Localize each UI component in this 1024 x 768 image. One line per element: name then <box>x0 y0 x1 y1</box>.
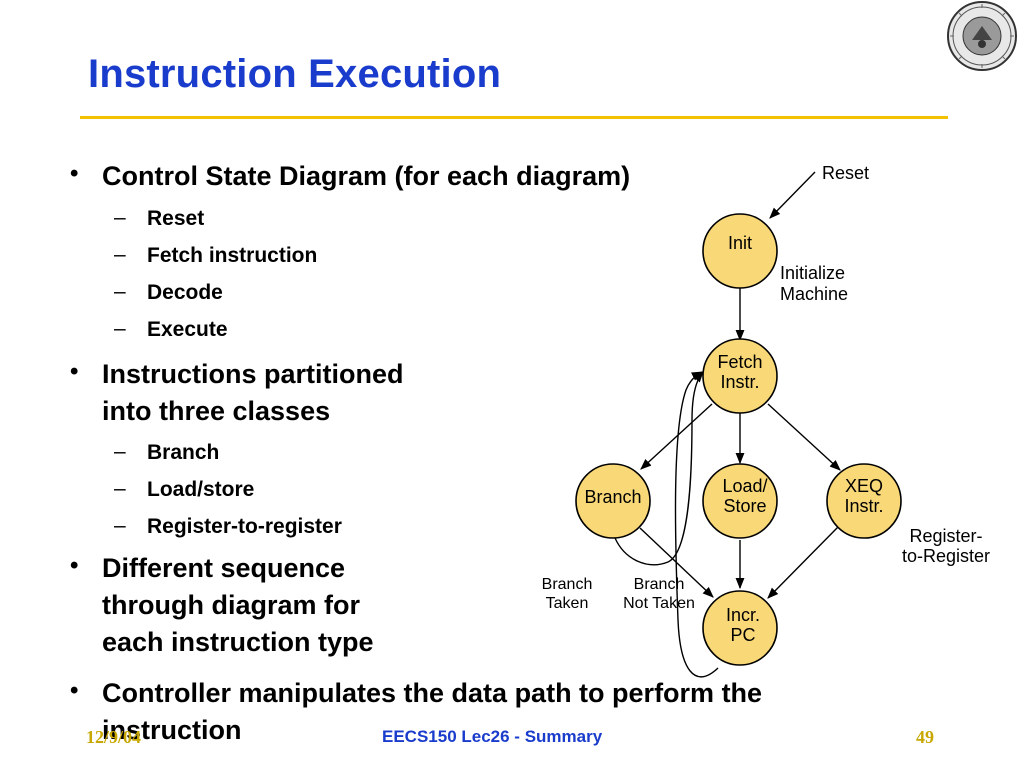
sub-bullet-marker: – <box>114 243 126 266</box>
sub-bullet-marker: – <box>114 514 126 537</box>
bullet-marker: • <box>70 358 79 385</box>
sub-bullet-text: Load/store <box>147 478 255 501</box>
footer-course: EECS150 Lec26 - Summary <box>382 727 603 746</box>
bullet-marker: • <box>70 552 79 579</box>
edge-fetch-xeq <box>767 403 841 471</box>
state-branch: Branch <box>575 463 651 539</box>
sub-bullet-text: Branch <box>147 441 220 464</box>
svg-text:Branch: Branch <box>584 487 641 507</box>
svg-text:Load/Store: Load/Store <box>722 476 767 516</box>
bullet-text-2: Instructions partitioned into three class… <box>102 356 404 430</box>
sub-bullet-text: Decode <box>147 281 223 304</box>
svg-text:Incr.PC: Incr.PC <box>726 605 760 645</box>
bullet-text-1: Control State Diagram (for each diagram) <box>102 158 630 195</box>
bullet-line: through diagram for <box>102 590 360 620</box>
title-divider <box>80 116 948 119</box>
bullet-line: Instructions partitioned <box>102 359 404 389</box>
bullet-marker: • <box>70 677 79 704</box>
sub-bullet-text: Reset <box>147 207 205 230</box>
register-to-register-label: Register-to-Register <box>902 526 990 566</box>
slide-title: Instruction Execution <box>88 52 502 96</box>
state-incr-pc: Incr.PC <box>702 590 778 666</box>
bullet-line: instruction <box>102 715 242 745</box>
sub-bullet-marker: – <box>114 440 126 463</box>
edge-incr-fetch <box>674 371 719 678</box>
university-seal-icon <box>947 1 1017 71</box>
bullet-text-4: Controller manipulates the data path to … <box>102 675 762 749</box>
sub-bullet-text: Execute <box>147 318 228 341</box>
sub-bullet-marker: – <box>114 206 126 229</box>
reset-arrow <box>769 171 816 219</box>
sub-bullet-text: Register-to-register <box>147 515 342 538</box>
bullet-line: Different sequence <box>102 553 346 583</box>
state-init: Init <box>702 213 778 289</box>
svg-text:Init: Init <box>728 233 752 253</box>
reset-label: Reset <box>822 163 869 183</box>
bullet-marker: • <box>70 160 79 187</box>
edge-fetch-branch <box>640 403 713 470</box>
sub-bullet-marker: – <box>114 317 126 340</box>
bullet-line: Control State Diagram (for each diagram) <box>102 161 631 191</box>
sub-bullet-marker: – <box>114 477 126 500</box>
state-load-store: Load/Store <box>702 463 778 539</box>
bullet-line: Controller manipulates the data path to … <box>102 678 763 708</box>
footer-date: 12/9/04 <box>86 727 142 747</box>
bullet-line: each instruction type <box>102 627 374 657</box>
edge-xeq-incr <box>767 526 839 599</box>
bullet-text-3: Different sequence through diagram for eac… <box>102 550 374 661</box>
edge-branch-taken <box>614 371 704 566</box>
footer-page-number: 49 <box>916 727 934 747</box>
sub-bullet-marker: – <box>114 280 126 303</box>
bullet-line: into three classes <box>102 396 331 426</box>
sub-bullet-text: Fetch instruction <box>147 244 318 267</box>
